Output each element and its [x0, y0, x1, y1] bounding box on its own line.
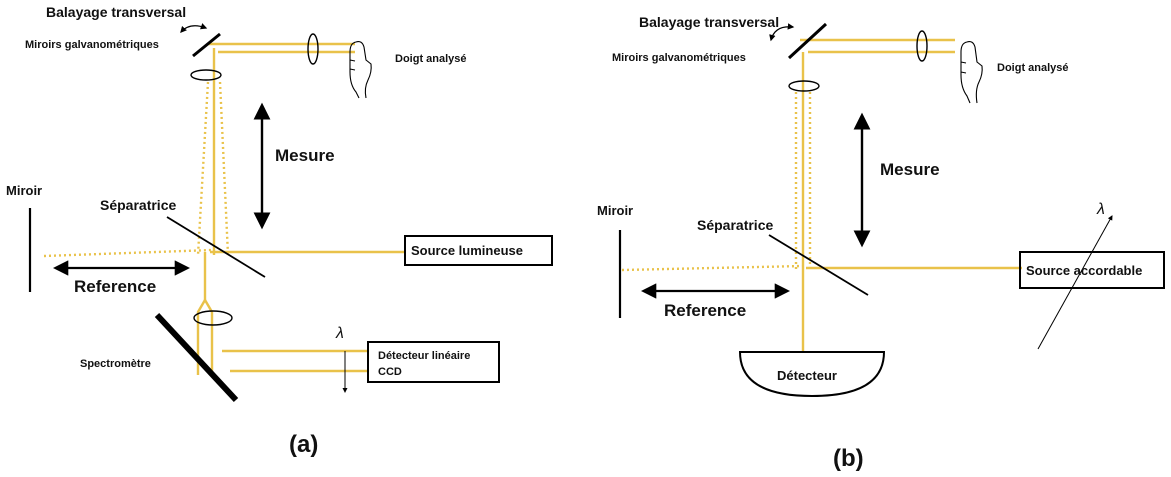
beams-b [621, 38, 1022, 352]
scan-arrow-b [769, 23, 795, 42]
detector-label-a-line2: CCD [378, 366, 402, 378]
finger-label-b: Doigt analysé [997, 62, 1069, 74]
lens-a-top [307, 33, 319, 65]
caption-a: (a) [289, 431, 318, 458]
reference-label-b: Reference [664, 301, 746, 320]
panel-b: Balayage transversal Miroirs galvanométr… [597, 14, 1165, 472]
lens-b-top [916, 30, 928, 62]
lens-a-vertical [190, 69, 222, 81]
galvo-mirrors-label-b: Miroirs galvanométriques [612, 52, 746, 64]
finger-icon [960, 41, 983, 104]
lens-a-bottom [193, 310, 233, 326]
galvo-mirror-a [192, 32, 221, 58]
tuning-arrow [1037, 215, 1113, 350]
mirror-label-b: Miroir [597, 203, 633, 218]
finger-icon [349, 41, 372, 99]
linear-ccd-detector-box [367, 341, 500, 383]
transverse-scan-label-b: Balayage transversal [639, 14, 779, 30]
splitter-a [166, 216, 266, 278]
detector-label-a-line1: Détecteur linéaire [378, 350, 470, 362]
mirror-label-a: Miroir [6, 183, 42, 198]
lambda-label-a: λ [335, 325, 344, 342]
splitter-label-b: Séparatrice [697, 217, 773, 233]
transverse-scan-label-a: Balayage transversal [46, 4, 186, 20]
lambda-label-b: λ [1096, 201, 1105, 218]
lens-b-vertical [788, 80, 820, 92]
splitter-b [768, 234, 869, 296]
source-label-a: Source lumineuse [411, 243, 523, 258]
caption-b: (b) [833, 445, 864, 472]
splitter-label-a: Séparatrice [100, 197, 176, 213]
beams-a [43, 42, 405, 375]
measure-label-a: Mesure [275, 146, 335, 165]
reference-label-a: Reference [74, 277, 156, 296]
galvo-mirror-b [787, 22, 828, 60]
detector-shape [738, 351, 886, 398]
spectrometer-label: Spectromètre [80, 358, 151, 370]
source-label-b: Source accordable [1026, 263, 1142, 278]
galvo-mirrors-label-a: Miroirs galvanométriques [25, 39, 159, 51]
panel-a: Balayage transversal Miroirs galvanométr… [6, 4, 553, 458]
measure-label-b: Mesure [880, 160, 940, 179]
light-source-box [404, 235, 553, 266]
scan-arrow-a [180, 23, 208, 33]
finger-label-a: Doigt analysé [395, 53, 467, 65]
detector-label-b: Détecteur [777, 368, 837, 383]
spectrometer-grating [154, 312, 239, 403]
